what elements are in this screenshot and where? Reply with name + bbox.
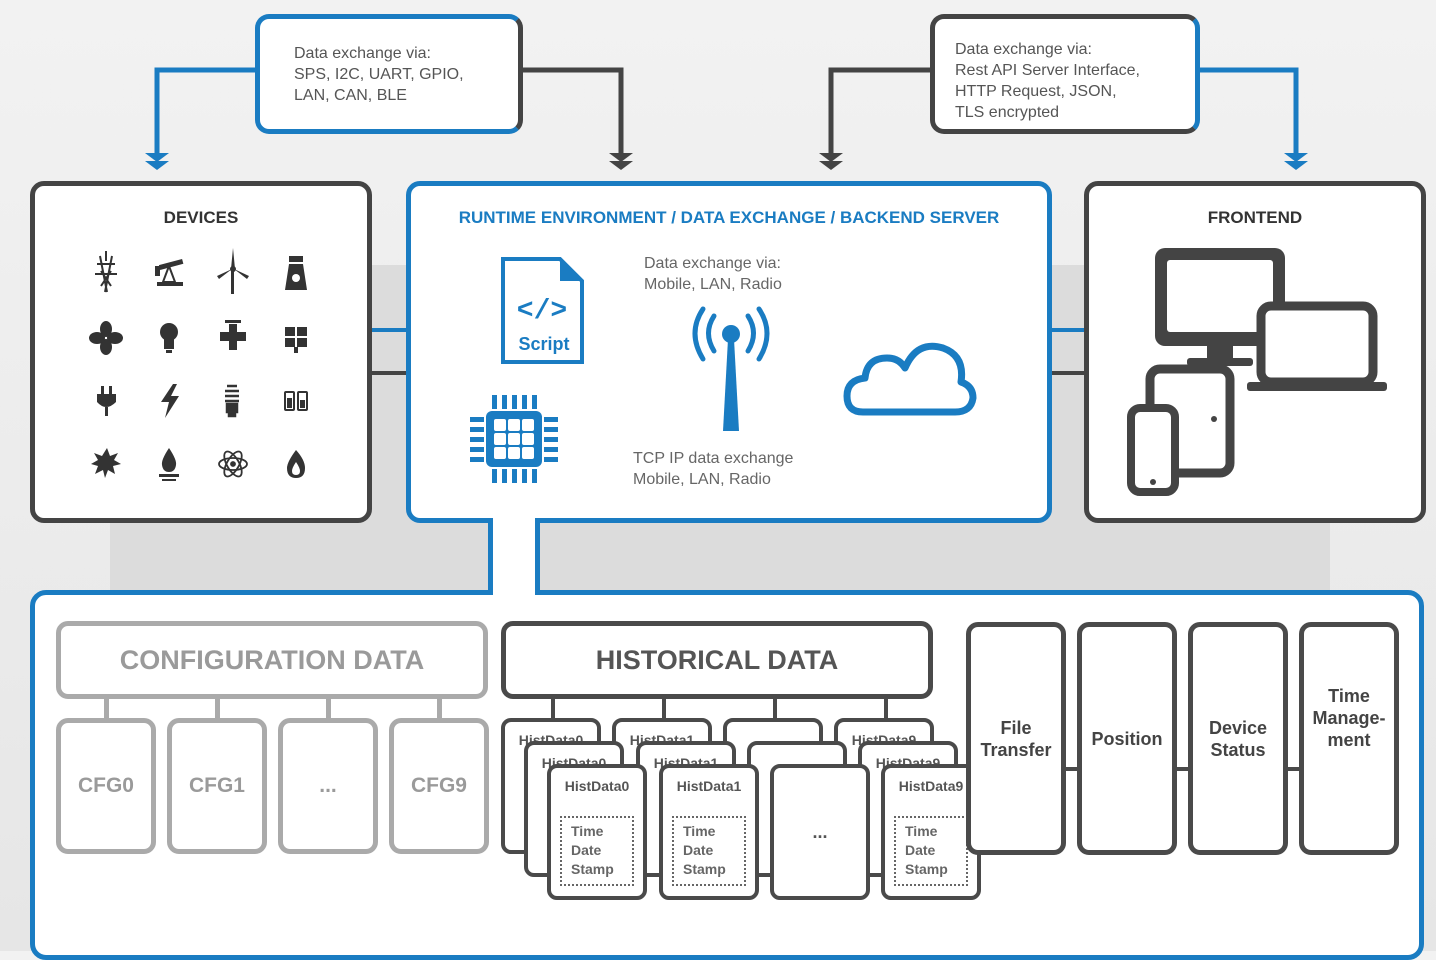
feature-label: Time Manage-ment — [1312, 686, 1386, 750]
script-label: Script — [518, 334, 570, 354]
light-bulb-icon — [160, 323, 178, 353]
cfg-card: ... — [278, 718, 378, 854]
histdata-label: HistData0 — [564, 778, 630, 794]
timestamp-line: Date — [571, 842, 602, 858]
historical-title: HISTORICAL DATA — [595, 644, 839, 675]
runtime-title: RUNTIME ENVIRONMENT / DATA EXCHANGE / BA… — [458, 208, 1000, 227]
bottom-panel-bridge — [488, 518, 540, 600]
callout-api-protocols: Data exchange via: Rest API Server Inter… — [930, 14, 1200, 134]
callout-line: Data exchange via: — [294, 45, 431, 62]
frontend-panel: FRONTEND — [1084, 181, 1426, 523]
sun-icon — [91, 448, 121, 478]
devices-panel: DEVICES — [30, 181, 372, 523]
wind-turbine-icon — [217, 248, 249, 294]
callout-line: SPS, I2C, UART, GPIO, — [294, 66, 464, 83]
timestamp-box: Time Date Stamp — [894, 816, 968, 886]
lightning-icon — [161, 384, 179, 418]
device-status-card: Device Status — [1188, 622, 1288, 855]
histdata-label: HistData1 — [676, 778, 742, 794]
callout-line: HTTP Request, JSON, — [955, 83, 1117, 100]
energy-saving-bulb-icon — [225, 384, 239, 418]
timestamp-line: Time — [571, 823, 604, 839]
battery-icon — [284, 391, 308, 411]
cfg-label: CFG1 — [188, 774, 245, 797]
timestamp-box: Time Date Stamp — [560, 816, 634, 886]
svg-text:</>: </> — [517, 296, 567, 327]
label-line: Mobile, LAN, Radio — [644, 276, 782, 293]
callout-line: TLS encrypted — [955, 104, 1060, 121]
plug-icon — [97, 386, 116, 416]
historical-data-header: HISTORICAL DATA — [501, 621, 933, 699]
cloud-icon — [843, 342, 977, 416]
callout-line: Rest API Server Interface, — [955, 62, 1140, 79]
timestamp-line: Stamp — [571, 861, 614, 877]
feature-label: Position — [1091, 728, 1163, 749]
timestamp-line: Date — [683, 842, 714, 858]
timestamp-line: Stamp — [683, 861, 726, 877]
feature-label: File Transfer — [980, 717, 1052, 760]
cfg-card: CFG1 — [167, 718, 267, 854]
label-line: Data exchange via: — [644, 255, 781, 272]
feature-label: Device Status — [1208, 717, 1268, 760]
histdata-card: ... — [770, 764, 870, 900]
feature-connector-line — [990, 767, 1380, 771]
water-drop-icon — [159, 448, 179, 481]
bottom-panel-bridge-cover — [493, 588, 535, 596]
file-transfer-card: File Transfer — [966, 622, 1066, 855]
histdata-card: HistData1 Time Date Stamp — [659, 764, 759, 900]
position-card: Position — [1077, 622, 1177, 855]
valve-icon — [220, 320, 246, 350]
histdata-ellipsis: ... — [812, 821, 828, 842]
devices-title: DEVICES — [163, 208, 239, 227]
cfg-label: CFG0 — [77, 774, 134, 797]
oil-pump-icon — [155, 258, 184, 286]
device-icon-grid — [89, 248, 308, 481]
histdata-card: HistData9 Time Date Stamp — [881, 764, 981, 900]
cfg-label: CFG9 — [410, 774, 467, 797]
timestamp-box: Time Date Stamp — [672, 816, 746, 886]
time-management-card: Time Manage-ment — [1299, 622, 1399, 855]
tcpip-exchange-label: TCP IP data exchange Mobile, LAN, Radio — [633, 448, 793, 490]
devices-illustration-icon — [1127, 248, 1387, 496]
script-document-icon: </> — [501, 257, 584, 364]
timestamp-line: Time — [683, 823, 716, 839]
atom-icon — [218, 450, 248, 478]
timestamp-line: Date — [905, 842, 936, 858]
callout-line: Data exchange via: — [955, 41, 1092, 58]
flame-icon — [287, 450, 305, 478]
callout-device-protocols: Data exchange via: SPS, I2C, UART, GPIO,… — [255, 14, 523, 134]
solar-panel-icon — [285, 327, 307, 353]
timestamp-line: Time — [905, 823, 938, 839]
timestamp-line: Stamp — [905, 861, 948, 877]
processor-chip-icon — [470, 395, 558, 483]
runtime-panel: RUNTIME ENVIRONMENT / DATA EXCHANGE / BA… — [406, 181, 1052, 523]
nuclear-plant-icon — [285, 256, 307, 290]
fan-icon — [89, 321, 123, 355]
callout-line: LAN, CAN, BLE — [294, 87, 407, 104]
label-line: Mobile, LAN, Radio — [633, 471, 771, 488]
mobile-exchange-label: Data exchange via: Mobile, LAN, Radio — [644, 253, 782, 295]
configuration-data-header: CONFIGURATION DATA — [56, 621, 488, 699]
histdata-label: HistData9 — [898, 778, 964, 794]
label-line: TCP IP data exchange — [633, 450, 794, 467]
radio-antenna-icon — [692, 306, 770, 431]
frontend-title: FRONTEND — [1207, 208, 1303, 227]
configuration-title: CONFIGURATION DATA — [119, 644, 425, 675]
histdata-card: HistData0 Time Date Stamp — [547, 764, 647, 900]
cfg-label: ... — [319, 774, 337, 797]
power-pylon-icon — [95, 251, 117, 293]
cfg-card: CFG9 — [389, 718, 489, 854]
cfg-card: CFG0 — [56, 718, 156, 854]
